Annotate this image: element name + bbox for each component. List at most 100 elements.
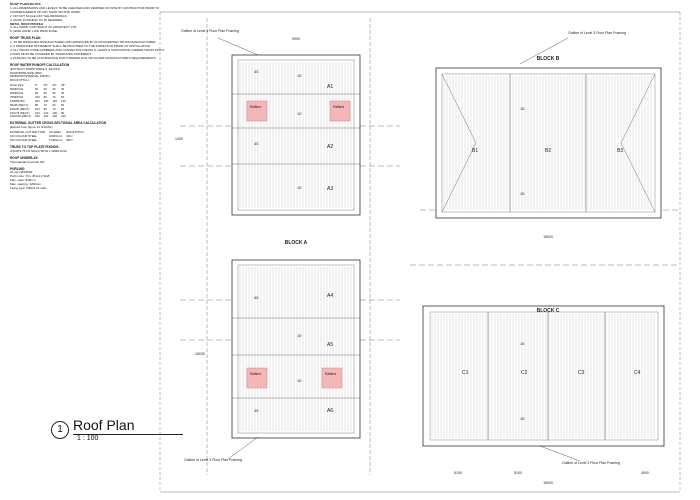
note-line: 2. DO NOT SCALE OFF THE DRAWINGS. <box>10 13 68 18</box>
underlay-line: Thermakraft Covertek 407 <box>10 159 45 164</box>
truss-note-line: 3. ALL TRUSS CODE NUMBERS AND CONNECTION… <box>10 47 165 56</box>
table-cell: 200 <box>35 114 40 119</box>
unit-label-a6: A6 <box>327 408 333 414</box>
dimension-c-segment: 5100 <box>454 471 462 475</box>
gutter-heading: EXTERNAL GUTTER CROSS-SECTIONAL AREA CAL… <box>10 121 107 126</box>
rafter-label: Rafters <box>250 372 262 376</box>
table-cell: 60 <box>35 91 39 96</box>
block-c-label: BLOCK C <box>537 308 560 314</box>
pitch-label: 10 <box>297 378 302 383</box>
truss-note-line: 2. A PRODUCER STATEMENT SHALL BE PROVIDE… <box>10 44 151 49</box>
pitch-label: 45 <box>254 69 259 74</box>
pitch-label: 15 <box>520 191 525 196</box>
table-row: 63MM DIA 60 60 50 40 <box>10 91 70 96</box>
runoff-line: DOWNPIPE SIZE (MM) <box>10 70 42 75</box>
unit-label-b2: B2 <box>545 148 551 154</box>
rafter-area <box>329 100 351 122</box>
callout-bottom-left: Outline of Level 3 Floor Plan Framing <box>184 458 242 462</box>
table-cell: 40 <box>61 91 65 96</box>
unit-label-b1: B1 <box>472 148 478 154</box>
block-a-label: BLOCK A <box>285 240 308 246</box>
table-cell: 25° <box>43 83 48 88</box>
unit-label-c1: C1 <box>462 370 469 376</box>
table-cell: 40 <box>52 87 56 92</box>
table-cell: 75MM DIA <box>10 94 24 99</box>
table-cell: 17000mm² <box>48 138 63 142</box>
table-cell: 60m² <box>66 134 73 139</box>
table-cell: 50 <box>43 87 47 92</box>
table-cell: 100MM DIA <box>10 98 25 103</box>
unit-label-a3: A3 <box>327 186 333 192</box>
pitch-label: 45 <box>254 141 259 146</box>
purlins-heading: PURLINS: <box>10 166 26 171</box>
fixings-heading: TRUSS TO TOP PLATE FIXINGS: <box>10 144 60 149</box>
table-cell: 70 <box>52 94 56 99</box>
note-line: 1. ALL DIMENSIONS AND LEVELS TO BE CHECK… <box>10 5 160 14</box>
table-cell: 200 <box>35 98 40 103</box>
view-title: Roof Plan <box>73 417 135 433</box>
roof-plan-notes-heading: ROOF PLAN NOTES <box>10 3 41 6</box>
pitch-label: 10 <box>297 185 302 190</box>
table-cell: ROOF PITCH <box>66 130 84 135</box>
pitch-label: 45 <box>254 408 259 413</box>
callout-bottom-right: Outline of Level 3 Floor Plan Framing <box>562 461 620 465</box>
view-scale: 1 : 100 <box>77 435 99 442</box>
table-cell: 100 <box>35 94 40 99</box>
pitch-label: 15 <box>520 341 525 346</box>
table-cell: 98m² <box>66 138 73 142</box>
table-cell: 100 COLOUR STEEL <box>10 134 38 139</box>
unit-label-c3: C3 <box>578 370 585 376</box>
table-cell: 50 <box>52 91 56 96</box>
note-line: METAL ROOF PROFILE <box>10 21 44 26</box>
table-cell: 100x75 (RECT) <box>10 110 30 115</box>
view-number: 1 <box>51 421 69 439</box>
truss-note-line: 1. TO BE DESIGNED MANUFACTURED AND APPRO… <box>10 40 157 45</box>
block-a-upper-roof <box>231 54 361 216</box>
table-cell: 150 <box>35 110 40 115</box>
dimension-top: 9900 <box>292 37 300 41</box>
table-cell: 60 <box>43 91 47 96</box>
table-cell: 50MM DIA <box>10 87 24 92</box>
runoff-heading: ROOF WATER RUNOFF CALCULATION <box>10 62 70 67</box>
table-cell: 80 <box>35 102 39 107</box>
table-cell: 120 <box>43 110 49 115</box>
runoff-line: ROOF PITCH <box>10 78 29 83</box>
table-cell: 40° <box>52 83 57 88</box>
title-underline <box>73 434 183 435</box>
table-cell: 60 <box>35 87 39 92</box>
pitch-label: 10 <box>297 73 302 78</box>
unit-label-c4: C4 <box>634 370 641 376</box>
dimension-left: 1400 <box>175 137 183 141</box>
rafter-label: Rafters <box>333 105 345 109</box>
table-cell: 100x50 (RECT) <box>10 106 30 111</box>
pitch-label: 15 <box>520 416 525 421</box>
block-a-lower-roof <box>231 259 361 439</box>
purlins-line: Fixing type: 2/90x3.15 nails <box>10 186 47 191</box>
underlay-heading: ROOF UNDERLAY: <box>10 155 39 160</box>
table-cell: 80 <box>43 94 47 99</box>
table-cell: 63MM DIA <box>10 91 24 96</box>
block-c-roof <box>422 305 665 447</box>
table-cell: 60 <box>61 94 65 99</box>
dimension-block-b: 15920 <box>543 235 553 239</box>
purlins-line: Max. spacing: 1200mm <box>10 182 42 187</box>
purlins-line: As per NZS3604 <box>10 170 33 175</box>
table-cell: CS AREA <box>48 130 62 135</box>
callout-leaders <box>217 37 581 462</box>
table-cell: 90 <box>61 110 65 115</box>
table-cell: 70 <box>52 106 56 111</box>
table-cell: 160 <box>43 98 49 103</box>
table-cell: 140 <box>52 114 58 119</box>
unit-label-a1: A1 <box>327 84 333 90</box>
note-line: 3. ROOF FLASHING TO 25 DEGREES <box>10 17 63 22</box>
rafter-area <box>246 367 268 389</box>
table-cell: 100 <box>35 106 40 111</box>
